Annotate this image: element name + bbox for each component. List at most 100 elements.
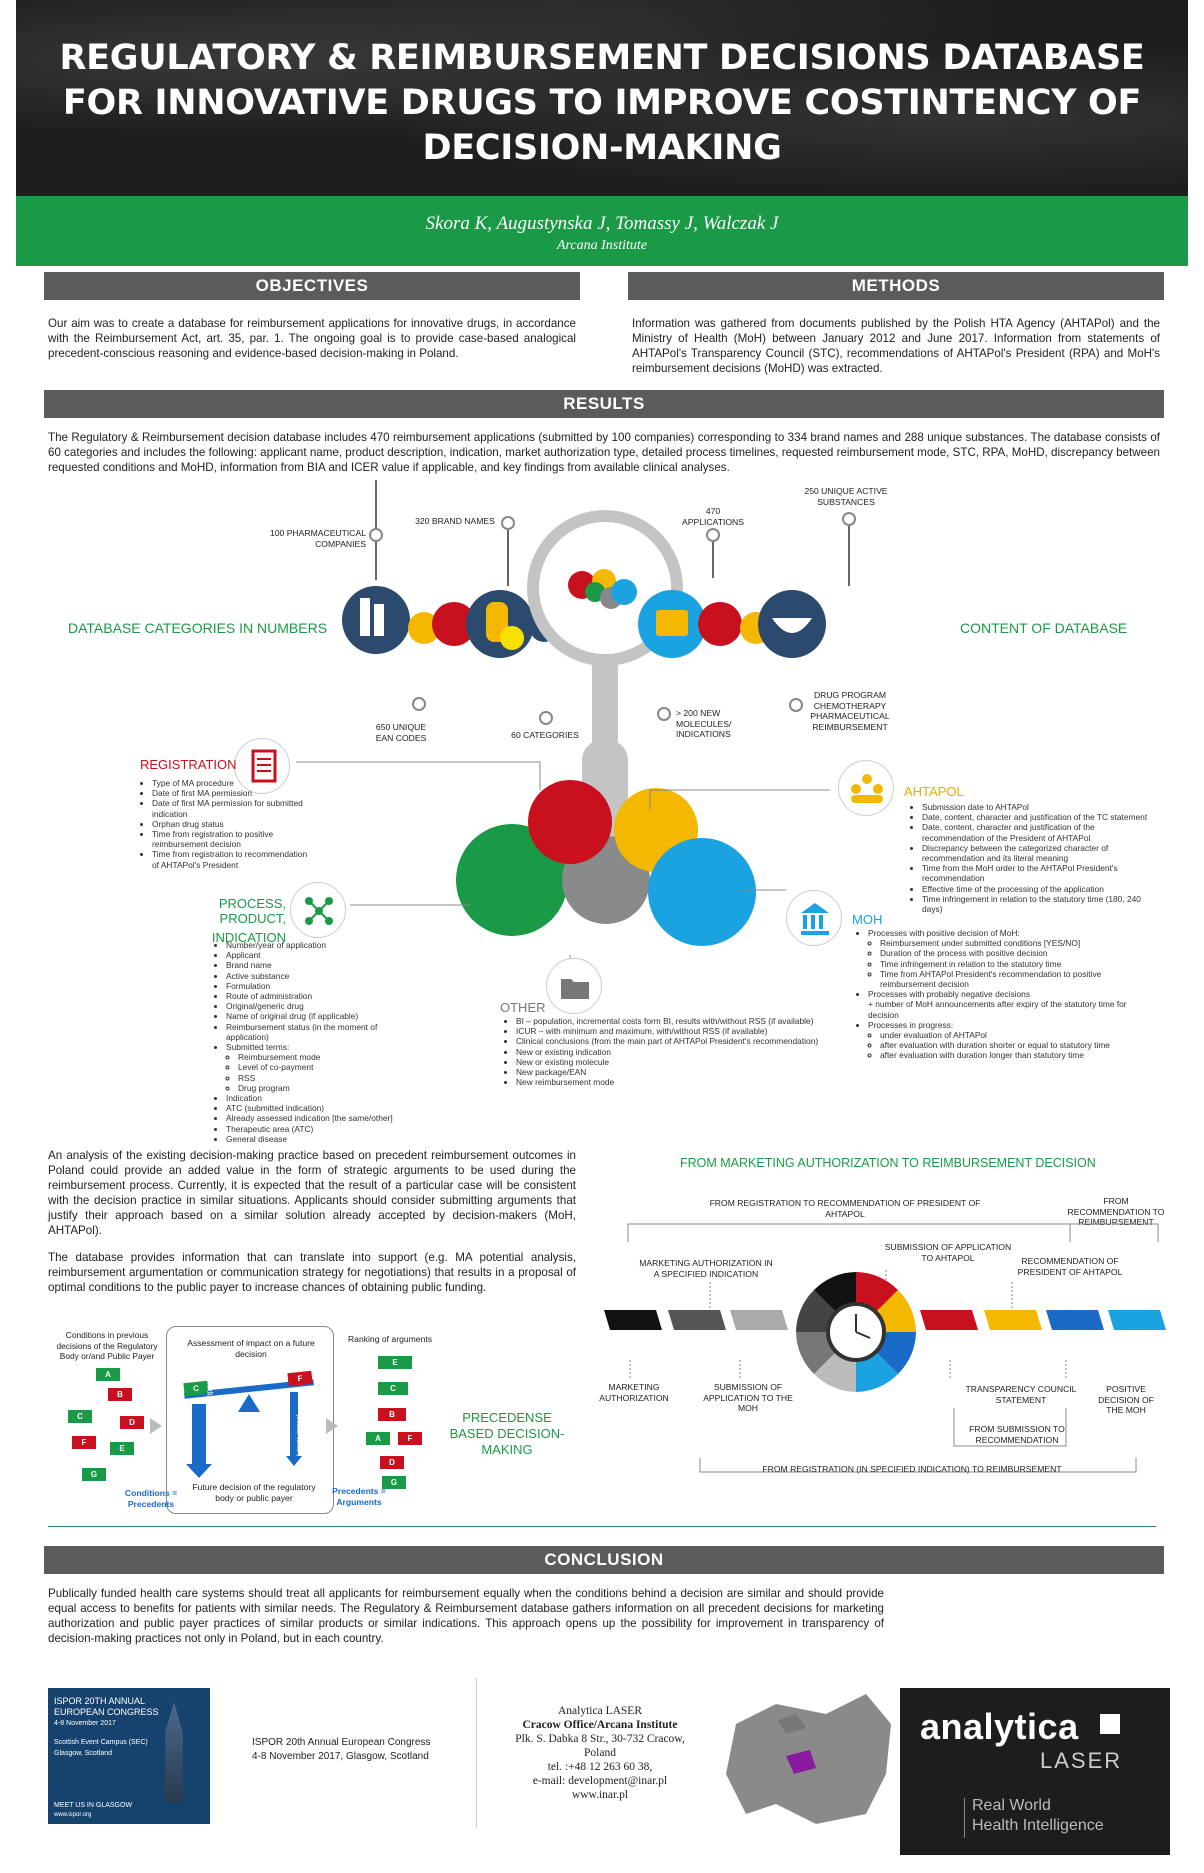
registration-item: Type of MA procedure [152, 778, 308, 788]
contact-info: Analytica LASER Cracow Office/Arcana Ins… [500, 1704, 700, 1802]
ispor-line-3: 4-8 November 2017 [54, 1720, 116, 1727]
process-item: Active substance [226, 971, 414, 981]
process-title-2: INDICATION [211, 930, 286, 945]
rank-tag-4: A [366, 1432, 390, 1445]
analytica-logo-panel: analytica LASER Real World Health Intell… [900, 1688, 1170, 1855]
other-item: Clinical conclusions (from the main part… [516, 1036, 824, 1046]
other-item: ICUR – with minimum and maximum, with/wi… [516, 1026, 824, 1036]
registration-item: Date of first MA permission [152, 788, 308, 798]
clock-hand-hour [855, 1331, 871, 1339]
laser-logo: LASER [1040, 1748, 1123, 1773]
moh-positive-list: Reimbursement under submitted conditions… [868, 938, 1156, 989]
label-molecules: > 200 NEW MOLECULES/ INDICATIONS [676, 708, 732, 739]
lens-blue-circle [611, 579, 637, 605]
timeline-ma-in: MARKETING AUTHORIZATION IN A SPECIFIED I… [639, 1258, 773, 1279]
moh-progress-item: after evaluation with duration longer th… [880, 1050, 1156, 1060]
process-item: Already assessed indication [the same/ot… [226, 1113, 414, 1123]
substances-circle [698, 602, 742, 646]
conditions-equal-precedents: Conditions = Precedents [124, 1488, 178, 1509]
process-item: Reimbursement status (in the moment of a… [226, 1022, 414, 1042]
results-heading: RESULTS [44, 390, 1164, 418]
ahtapol-title: AHTAPOL [904, 784, 964, 799]
condition-tag-f: F [72, 1436, 96, 1449]
bracket-sub-rec [953, 1408, 1067, 1447]
ahtapol-item: Date, content, character and justificati… [922, 822, 1150, 842]
logo-divider [964, 1798, 965, 1838]
process-item: Therapeutic area (ATC) [226, 1124, 414, 1134]
ahtapol-item: Discrepancy between the categorized char… [922, 843, 1150, 863]
beam-tag-f: F [287, 1370, 313, 1387]
timeline-sub-moh: SUBMISSION OF APPLICATION TO THE MOH [703, 1382, 793, 1413]
process-subitem: Drug program [238, 1083, 414, 1093]
box-icon [656, 610, 688, 636]
process-sublist: Reimbursement mode Level of co-payment R… [226, 1052, 414, 1093]
ahtapol-list: Submission date to AHTAPol Date, content… [910, 802, 1150, 914]
timeline-tcs: TRANSPARENCY COUNCIL STATEMENT [965, 1384, 1077, 1405]
condition-tag-e: E [110, 1442, 134, 1455]
moh-positive-item: Time infringement in relation to the sta… [880, 959, 1156, 969]
moh-progress-item: after evaluation with duration shorter o… [880, 1040, 1156, 1050]
other-item: New or existing indication [516, 1047, 824, 1057]
bracket-bottom [699, 1458, 1137, 1473]
process-item: Brand name [226, 960, 414, 970]
tagline-line-2: Health Intelligence [972, 1817, 1104, 1834]
lower-impact-arrowhead [286, 1456, 302, 1466]
process-icon-badge [290, 882, 346, 938]
moh-list: Processes with positive decision of MoH:… [856, 928, 1156, 1061]
poster-title: REGULATORY & REIMBURSEMENT DECISIONS DAT… [16, 36, 1188, 171]
process-item: Number/year of application [226, 940, 414, 950]
chevron-grey [730, 1310, 788, 1330]
contact-email[interactable]: e-mail: development@inar.pl [532, 1775, 668, 1787]
moh-progress-head: Processes in progress: [868, 1020, 1156, 1030]
timeline-chevrons [604, 1310, 1166, 1330]
process-title-1: PROCESS, PRODUCT, [218, 896, 286, 926]
objectives-text: Our aim was to create a database for rei… [48, 317, 576, 360]
timeline-ma: MARKETING AUTHORIZATION [599, 1382, 669, 1403]
congress-info: ISPOR 20th Annual European Congress 4-8 … [252, 1736, 430, 1764]
ahtapol-item: Effective time of the processing of the … [922, 884, 1150, 894]
europe-map [726, 1694, 891, 1824]
pin-categories [539, 711, 553, 725]
brand-circle [432, 602, 476, 646]
analysis-paragraph-2: The database provides information that c… [48, 1251, 576, 1294]
ispor-url[interactable]: www.ispor.org [54, 1812, 92, 1818]
tagline: Real World Health Intelligence [972, 1796, 1104, 1836]
document-icon [251, 749, 277, 783]
building-icon-2 [374, 604, 384, 636]
timeline-sub-rec: FROM SUBMISSION TO RECOMMENDATION [969, 1424, 1065, 1445]
methods-text: Information was gathered from documents … [632, 317, 1160, 375]
timeline-rec-pres: RECOMMENDATION OF PRESIDENT OF AHTAPOL [1017, 1256, 1123, 1277]
process-list: Number/year of application Applicant Bra… [214, 940, 414, 1144]
registration-icon-badge [234, 738, 290, 794]
chevron-blue [1046, 1310, 1104, 1330]
other-icon-badge [546, 958, 602, 1014]
group-icon [851, 774, 883, 803]
contact-website[interactable]: www.inar.pl [571, 1789, 629, 1801]
moh-positive-item: Time from AHTAPol President's recommenda… [880, 969, 1156, 989]
objectives-heading: OBJECTIVES [44, 272, 580, 300]
ispor-meet: MEET US IN GLASGOW [54, 1802, 133, 1809]
label-brands: 320 BRAND NAMES [415, 516, 495, 526]
timeline-top-1: FROM REGISTRATION TO RECOMMENDATION OF P… [709, 1198, 981, 1219]
process-item: Submitted terms: [226, 1042, 414, 1052]
moh-positive-item: Reimbursement under submitted conditions… [880, 938, 1156, 948]
rank-tag-2: C [378, 1382, 408, 1395]
line-registration [296, 761, 541, 790]
other-title: OTHER [500, 1000, 546, 1015]
author-bar: Skora K, Augustynska J, Tomassy J, Walcz… [16, 196, 1188, 266]
analytica-logo: analytica [920, 1706, 1079, 1747]
flower-red [528, 780, 612, 864]
higher-impact-arrowhead [186, 1464, 212, 1478]
magnifier-neck [592, 660, 618, 750]
higher-impact-label: Higher impact [205, 1378, 214, 1428]
header-banner: REGULATORY & REIMBURSEMENT DECISIONS DAT… [16, 0, 1188, 196]
condition-tag-b: B [108, 1388, 132, 1401]
moh-icon-badge [786, 890, 842, 946]
precedence-left-title: Conditions in previous decisions of the … [56, 1330, 158, 1361]
timeline-pos-moh: POSITIVE DECISION OF THE MOH [1098, 1384, 1154, 1415]
ispor-line-1: ISPOR 20TH ANNUAL [54, 1696, 146, 1706]
precedence-label: PRECEDENSE BASED DECISION-MAKING [449, 1410, 565, 1457]
moh-positive-item: Duration of the process with positive de… [880, 948, 1156, 958]
process-item: Route of administration [226, 991, 414, 1001]
rank-tag-5: F [398, 1432, 422, 1445]
